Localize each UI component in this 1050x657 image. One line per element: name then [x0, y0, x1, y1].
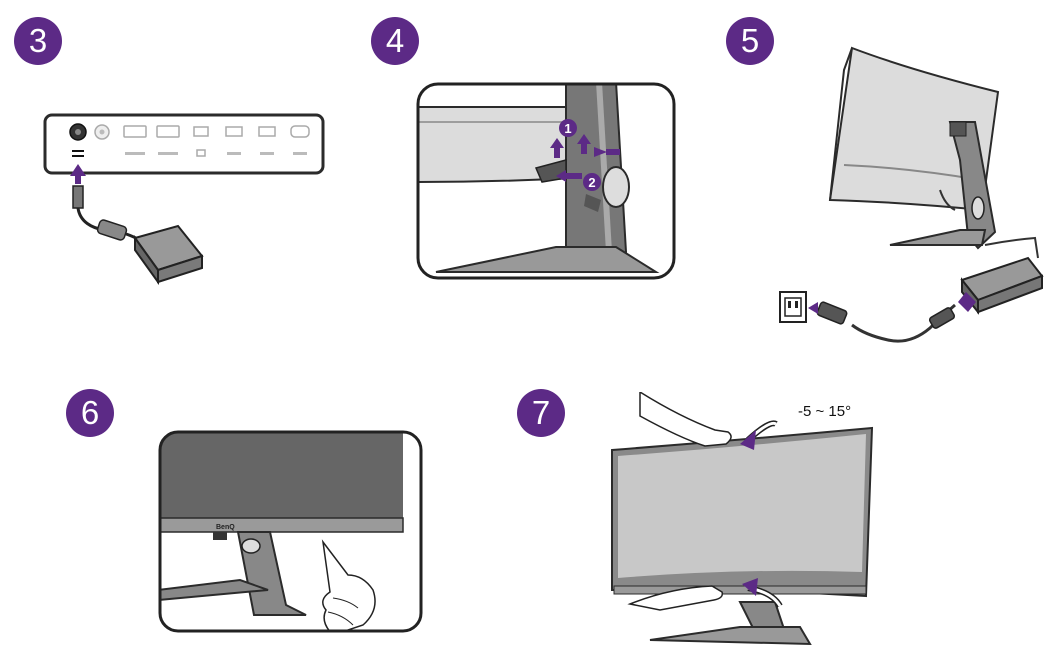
step-4-illustration: 1 2	[416, 82, 676, 280]
step-7-illustration: -5 ~ 15°	[611, 392, 874, 646]
step-3-badge: 3	[14, 17, 62, 65]
port-panel	[43, 113, 325, 175]
callout-1: 1	[559, 119, 577, 137]
step-6-illustration: BenQ	[158, 430, 423, 633]
audio-port-icon	[94, 124, 110, 140]
step-6-frame	[158, 430, 423, 633]
step-4-frame	[416, 82, 676, 280]
callout-2: 2	[583, 173, 601, 191]
brand-label: BenQ	[216, 524, 235, 531]
monitor-side-view	[828, 46, 1039, 259]
step-3-illustration	[43, 113, 325, 286]
hdmi-labels	[125, 152, 178, 155]
power-adapter-icon	[958, 256, 1044, 315]
power-adapter-icon	[72, 185, 204, 286]
wall-outlet-icon	[779, 291, 818, 323]
up-arrow-icon	[550, 134, 620, 182]
step-7-badge: 7	[517, 389, 565, 437]
svg-text:2: 2	[588, 175, 595, 190]
hand-bottom	[627, 585, 724, 611]
usb-port-icon	[225, 125, 310, 138]
up-arrow-icon	[70, 164, 86, 184]
usb-labels	[227, 152, 307, 155]
displayport-icon	[193, 126, 209, 157]
svg-text:1: 1	[564, 121, 571, 136]
dc-in-port-icon	[69, 123, 87, 157]
step-5-badge: 5	[726, 17, 774, 65]
hdmi-port-icon	[123, 125, 180, 138]
power-cord	[816, 301, 956, 343]
hand-top	[639, 392, 732, 447]
tilt-range-label: -5 ~ 15°	[798, 403, 851, 420]
step-5-illustration	[779, 46, 1044, 343]
step-4-badge: 4	[371, 17, 419, 65]
monitor-front	[611, 426, 874, 646]
tilt-arrow-icon	[740, 420, 783, 608]
step-6-badge: 6	[66, 389, 114, 437]
